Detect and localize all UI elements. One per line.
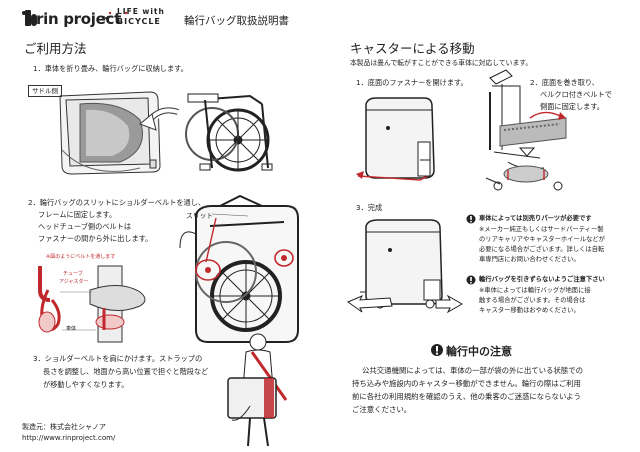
right-step2-line3: 側面に固定します。 <box>540 102 604 111</box>
move-direction-arrow-icon <box>346 294 464 314</box>
document-title: 輪行バッグ取扱説明書 <box>184 15 289 27</box>
right-step3-text: 3．完成 <box>356 203 383 212</box>
warning-exclamation-icon <box>466 275 476 285</box>
left-section-title: ご利用方法 <box>24 41 87 56</box>
right-step2-line1: 2．底面を巻き取り、 <box>530 78 599 87</box>
adjuster-label: アジャスター <box>59 279 89 285</box>
right-step1-text: 1．底面のファスナーを開けます。 <box>356 78 468 87</box>
brand-name: rin project <box>36 10 121 28</box>
notice-line1: 公共交通機関によっては、車体の一部が袋の外に出ている状態での <box>362 366 583 375</box>
left-step3-line3: が移動しやすくなります。 <box>43 380 129 389</box>
life-bicycle-logo-icon <box>108 11 128 15</box>
rin-logo-icon <box>22 10 37 26</box>
right-intro-text: 本製品は畳んで転がすことができる車体に対応しています。 <box>350 59 533 67</box>
left-step1-text: 1．車体を折り畳み、輪行バッグに収納します。 <box>33 64 188 73</box>
bag-with-bike-illustration <box>179 194 299 343</box>
notice-line2: 持ち込みや施設内のキャスター移動ができません。輪行の際はご利用 <box>352 379 581 388</box>
warning1-line4: 車専門店にお問い合わせください。 <box>479 256 580 263</box>
warning2-line1: ※車体によっては輪行バッグが地面に接 <box>479 287 591 294</box>
warning2-line2: 触する場合がございます。その場合は <box>479 297 586 304</box>
notice-line3: 前に各社の利用規約を確認のうえ、他の乗客のご迷惑にならないよう <box>352 392 581 401</box>
saddle-side-tag: サドル側 <box>28 85 62 97</box>
right-step2-line2: ベルクロ付きベルトで <box>540 90 612 99</box>
right-section-title: キャスターによる移動 <box>350 41 475 56</box>
completed-bag-illustration <box>358 219 443 309</box>
life-with-logo-text: LIFE with <box>117 7 165 16</box>
left-step3-line2: 長さを調整し、地面から高い位置で担ぐと階段など <box>43 367 209 376</box>
notice-line4: ご注意ください。 <box>352 405 412 414</box>
belt-detail-illustration <box>38 265 146 343</box>
insert-arrow-icon <box>139 107 179 131</box>
belt-routing-note: ※図のようにベルトを通します <box>46 254 116 260</box>
warning1-line2: のリアキャリアやキャスターホイールなどが <box>479 236 605 243</box>
tube-label: チューブ <box>63 271 83 277</box>
folded-bike-illustration <box>185 93 273 172</box>
warning2-line3: キャスター移動はおやめください。 <box>479 307 580 314</box>
notice-exclamation-icon <box>431 344 443 356</box>
header-cross: × <box>102 14 110 24</box>
left-step2-line2: フレームに固定します。 <box>38 210 117 219</box>
left-step3-line1: 3．ショルダーベルトを肩にかけます。ストラップの <box>33 354 203 363</box>
left-step2-line4: ファスナーの間から外に出します。 <box>38 234 153 243</box>
manufacturer-text: 製造元：株式会社シャノア <box>22 423 106 431</box>
website-link[interactable]: http://www.rinproject.com/ <box>22 434 116 442</box>
left-step2-line3: ヘッドチューブ側のベルトは <box>38 222 132 231</box>
bag-rolled-fixed-illustration <box>485 69 567 191</box>
bicycle-logo-text: BICYCLE <box>117 17 161 26</box>
warning1-title: 車体によっては別売りパーツが必要です <box>479 215 592 222</box>
warning-exclamation-icon <box>466 214 476 224</box>
warning2-title: 輪行バッグを引きずらないようご注意下さい <box>479 276 605 283</box>
bag-open-illustration <box>59 91 161 175</box>
warning1-line3: 必要になる場合がございます。詳しくは自転 <box>479 246 605 253</box>
left-step2-line1: 2．輪行バッグのスリットにショルダーベルトを通し、 <box>28 198 206 207</box>
warning1-line1: ※メーカー純正もしくはサードパーティー製 <box>479 226 604 233</box>
notice-title: 輪行中の注意 <box>446 345 512 358</box>
frame-label: 車体 <box>66 326 77 332</box>
slit-label: スリット <box>186 212 214 220</box>
carrying-person-illustration <box>227 333 288 447</box>
bag-bottom-open-illustration <box>356 97 435 181</box>
